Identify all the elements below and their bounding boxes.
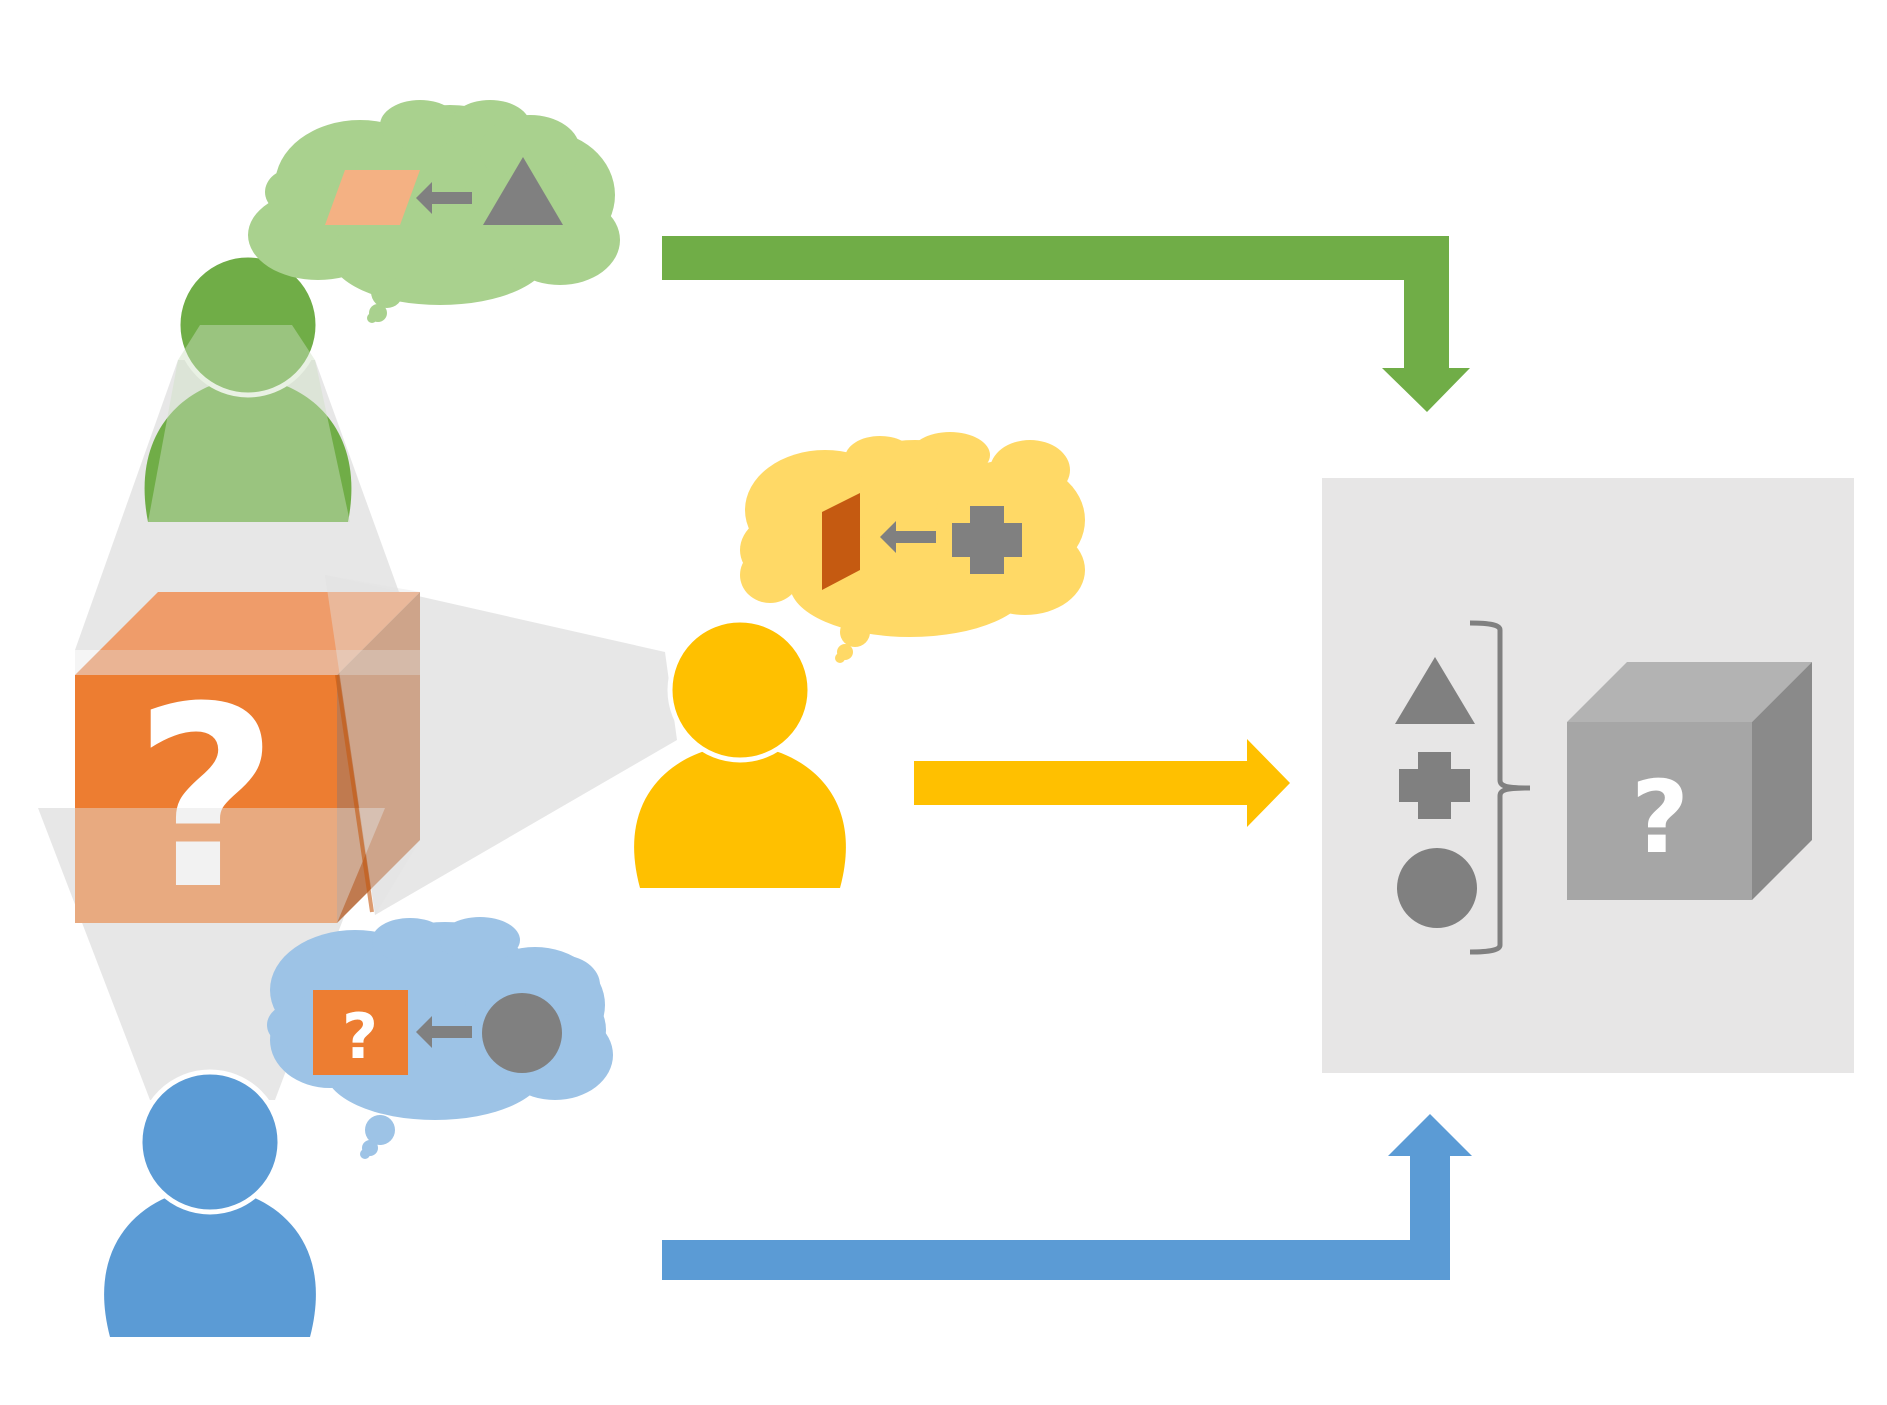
question-square-mark: ? (342, 1000, 378, 1073)
cube-question-mark: ? (133, 653, 278, 944)
gray-cube-question-mark: ? (1631, 759, 1689, 876)
circle-icon (482, 993, 562, 1073)
thought-bubble-top (248, 100, 620, 323)
combined-cross-icon (1399, 752, 1470, 819)
overlay-middle-cone (325, 575, 420, 915)
observer-top-head (175, 252, 321, 398)
side-face-icon (822, 493, 860, 590)
arrow-left-icon (416, 1016, 472, 1048)
observer-bottom-torso (104, 1188, 316, 1337)
cube-inner-edge (335, 674, 374, 913)
arrow-middle-yellow (914, 739, 1290, 827)
unknown-object-cube: ? (75, 592, 420, 944)
arrow-top-green (662, 236, 1470, 412)
arrow-left-icon (880, 521, 936, 553)
observer-bottom-head (137, 1069, 283, 1215)
curly-brace (1469, 620, 1531, 955)
arrow-left-icon (416, 182, 472, 214)
cone-overlays (75, 575, 420, 923)
arrow-bottom-blue (662, 1114, 1472, 1280)
combined-circle-icon (1397, 848, 1477, 928)
cube-side-face (337, 592, 420, 923)
observer-top-view-tint (148, 325, 350, 522)
gray-cube: ? (1567, 662, 1812, 900)
cube-top-face (75, 592, 420, 675)
observer-top-torso (144, 378, 352, 522)
cross-icon (952, 506, 1022, 574)
combined-triangle-icon (1395, 657, 1475, 724)
cube-front-face (75, 675, 337, 923)
observer-middle-torso (634, 745, 846, 888)
observer-bottom (104, 1069, 316, 1337)
overlay-top-cone (75, 650, 420, 675)
observer-middle (634, 617, 846, 888)
parallelogram-icon (325, 170, 420, 225)
observer-top (144, 252, 352, 522)
thought-bubble-middle (740, 432, 1085, 663)
question-square-icon: ? (313, 990, 408, 1075)
thought-bubble-bottom: ? (267, 917, 613, 1159)
observer-middle-head (667, 617, 813, 763)
triangle-icon (483, 157, 563, 225)
overlay-bottom-cone (75, 808, 385, 923)
combined-knowledge-panel: ? (1322, 478, 1854, 1073)
